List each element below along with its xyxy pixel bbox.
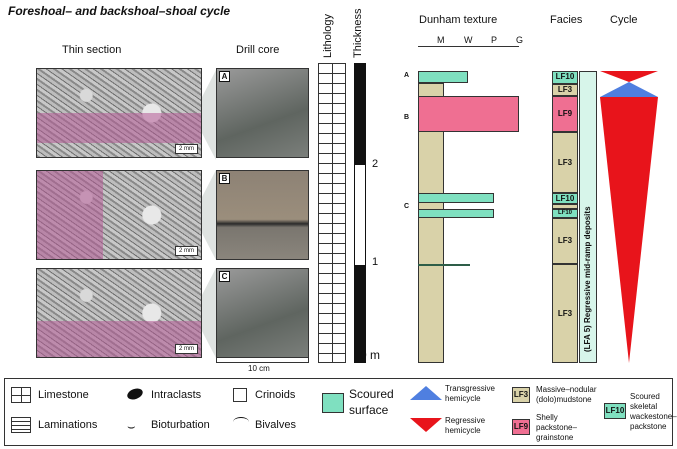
legend-scoured: Scoured xyxy=(349,387,394,401)
intraclasts-icon xyxy=(125,386,145,402)
connector-a xyxy=(202,70,216,160)
lithology-column xyxy=(318,63,346,363)
regressive-hemicycle-main xyxy=(600,97,658,363)
legend-lf10-3: wackestone– xyxy=(630,412,677,421)
dunham-tick-m: M xyxy=(437,35,445,45)
cycle-diagram xyxy=(600,71,658,363)
legend-lf3-2: (dolo)mudstone xyxy=(536,395,592,404)
core-label: B xyxy=(219,173,230,184)
legend-bioturbation: Bioturbation xyxy=(151,419,210,431)
cycle-header: Cycle xyxy=(610,14,638,26)
drill-core-header: Drill core xyxy=(236,44,280,56)
facies-association-label: (LFA 5) Regressive mid-ramp deposits xyxy=(583,206,592,352)
legend-lf9: Shelly xyxy=(536,413,558,422)
thin-section-b: 2 mm xyxy=(36,170,202,260)
lithology-header: Lithology xyxy=(322,13,334,58)
thickness-tick-2: 2 xyxy=(372,158,379,170)
legend-transgressive: Transgressive xyxy=(445,384,495,393)
dunham-lf10-low xyxy=(418,209,494,218)
drill-core-c: C xyxy=(216,268,309,358)
dunham-tick-w: W xyxy=(464,35,473,45)
scale-bar: 2 mm xyxy=(175,246,198,256)
legend-transgressive-2: hemicycle xyxy=(445,394,481,403)
legend-laminations: Laminations xyxy=(38,419,98,431)
lf10-swatch: LF10 xyxy=(604,403,626,419)
lf3-swatch: LF3 xyxy=(512,387,530,403)
facies-association-bar xyxy=(579,71,597,363)
facies-lf3-1: LF3 xyxy=(552,84,578,96)
dunham-header: Dunham texture xyxy=(419,14,498,26)
transgressive-hemicycle xyxy=(600,82,658,97)
legend-lf9-2: packstone– xyxy=(536,423,577,432)
dunham-tick-p: P xyxy=(491,35,498,45)
legend-regressive-2: hemicycle xyxy=(445,426,481,435)
figure-title: Foreshoal– and backshoal–shoal cycle xyxy=(8,4,231,18)
legend-lf10-2: skeletal xyxy=(630,402,658,411)
laminations-symbol xyxy=(11,417,31,433)
facies-lf3-2: LF3 xyxy=(552,132,578,193)
limestone-symbol xyxy=(11,387,31,403)
legend-lf3: Massive–nodular xyxy=(536,385,597,394)
core-label: C xyxy=(219,271,230,282)
connector-b xyxy=(202,170,216,260)
legend-crinoids: Crinoids xyxy=(255,389,296,401)
legend-regressive: Regressive xyxy=(445,416,486,425)
facies-header: Facies xyxy=(550,14,583,26)
scale-bar: 2 mm xyxy=(175,144,198,154)
connector-c xyxy=(202,268,216,358)
drill-core-a: A xyxy=(216,68,309,158)
transgressive-icon xyxy=(410,386,442,400)
dunham-axis xyxy=(418,46,519,47)
lf9-swatch: LF9 xyxy=(512,419,530,435)
dunham-surface xyxy=(418,264,470,266)
bioturbation-icon: ⌣ xyxy=(127,419,136,434)
regressive-hemicycle-top xyxy=(600,71,658,82)
legend-intraclasts: Intraclasts xyxy=(151,389,202,401)
core-scale-line xyxy=(216,362,309,363)
dunham-lf9 xyxy=(418,96,519,132)
thin-section-c: 2 mm xyxy=(36,268,202,358)
thickness-bar xyxy=(354,63,366,363)
facies-lf10-3: LF10 xyxy=(552,209,578,218)
thickness-tick-0: 0 m xyxy=(360,348,381,362)
facies-lf3-4: LF3 xyxy=(552,264,578,363)
scoured-surface-swatch xyxy=(322,393,344,413)
legend: Limestone Laminations Intraclasts ⌣ Biot… xyxy=(4,378,677,446)
dunham-marker-c: C xyxy=(404,203,410,210)
dunham-lf10-top xyxy=(418,71,468,83)
facies-lf9: LF9 xyxy=(552,96,578,132)
crinoids-icon xyxy=(233,388,247,402)
facies-lf10-2: LF10 xyxy=(552,193,578,204)
regressive-icon xyxy=(410,418,442,432)
dunham-marker-b: B xyxy=(404,114,410,121)
thin-section-header: Thin section xyxy=(62,44,122,56)
drill-core-b: B xyxy=(216,170,309,260)
dunham-marker-a: A xyxy=(404,72,410,79)
legend-lf10-4: packstone xyxy=(630,422,667,431)
legend-lf9-3: grainstone xyxy=(536,433,574,442)
thickness-header: Thickness xyxy=(352,8,364,58)
thickness-tick-1: 1 xyxy=(372,256,379,268)
dunham-tick-g: G xyxy=(516,35,524,45)
facies-lf3-3: LF3 xyxy=(552,218,578,264)
legend-surface: surface xyxy=(349,403,389,417)
legend-bivalves: Bivalves xyxy=(255,419,296,431)
bivalves-icon xyxy=(233,417,249,427)
thin-section-a: 2 mm xyxy=(36,68,202,158)
dunham-lf10-mid xyxy=(418,193,494,203)
facies-lf10-1: LF10 xyxy=(552,71,578,84)
scale-bar: 2 mm xyxy=(175,344,198,354)
legend-lf10: Scoured xyxy=(630,392,660,401)
core-scale-label: 10 cm xyxy=(248,364,270,373)
core-label: A xyxy=(219,71,230,82)
legend-limestone: Limestone xyxy=(38,389,89,401)
